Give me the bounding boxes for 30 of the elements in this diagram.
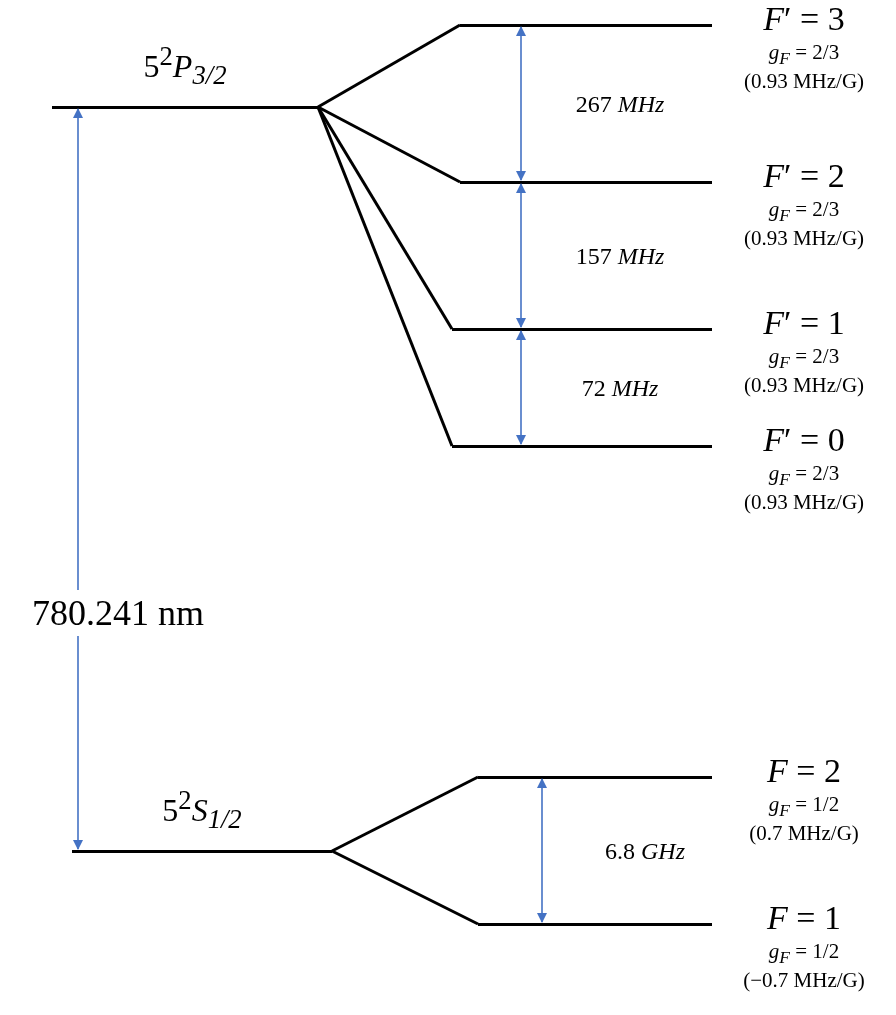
- zeeman-shift-label: (0.93 MHz/G): [742, 227, 866, 251]
- g-factor-label: g$_{F}$ = 2/3: [767, 41, 841, 69]
- level-label: F′ = 2: [762, 157, 846, 195]
- level-label: F = 1: [766, 899, 842, 937]
- g-factor-label: g$_{F}$ = 1/2: [767, 940, 841, 968]
- zeeman-shift-label: (−0.7 MHz/G): [742, 969, 866, 993]
- splitting-line: [331, 849, 479, 926]
- splitting-line: [317, 105, 461, 184]
- splitting-line: [317, 23, 461, 109]
- double-arrow: [516, 183, 526, 328]
- g-factor-label: g$_{F}$ = 1/2: [767, 793, 841, 821]
- level-label: F′ = 1: [762, 304, 846, 342]
- g-factor-label: g$_{F}$ = 2/3: [767, 462, 841, 490]
- level-label: F′ = 0: [762, 421, 846, 459]
- zeeman-shift-label: (0.93 MHz/G): [742, 491, 866, 515]
- splitting-line: [316, 106, 454, 447]
- g-factor-label: g$_{F}$ = 2/3: [767, 345, 841, 373]
- splitting-line: [331, 775, 479, 853]
- double-arrow: [537, 778, 547, 923]
- zeeman-shift-label: (0.7 MHz/G): [748, 822, 860, 846]
- state-label: 5$^{2}$P$_{3/2}$: [142, 42, 228, 91]
- double-arrow: [73, 108, 83, 850]
- level-label: F′ = 3: [762, 0, 846, 38]
- double-arrow: [516, 330, 526, 445]
- state-label: 5$^{2}$S$_{1/2}$: [161, 786, 243, 835]
- zeeman-shift-label: (0.93 MHz/G): [742, 70, 866, 94]
- double-arrow: [516, 26, 526, 181]
- level-label: F = 2: [766, 752, 842, 790]
- g-factor-label: g$_{F}$ = 2/3: [767, 198, 841, 226]
- zeeman-shift-label: (0.93 MHz/G): [742, 374, 866, 398]
